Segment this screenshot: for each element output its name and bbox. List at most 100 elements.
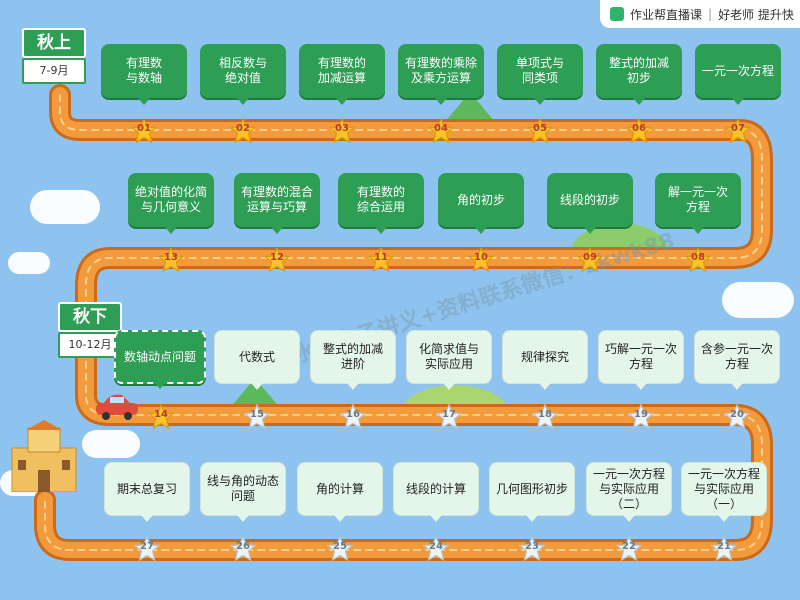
star-number: 02 — [236, 123, 250, 134]
topic-card-22[interactable]: 一元一次方程 与实际应用 （二） — [586, 462, 672, 522]
star-marker-12: 12 — [264, 247, 290, 273]
star-marker-27: 27 — [134, 536, 160, 562]
topic-card-26[interactable]: 线与角的动态 问题 — [200, 462, 286, 522]
season-fall-1-label: 秋上 — [22, 28, 86, 58]
topic-card-19[interactable]: 巧解一元一次 方程 — [598, 330, 684, 390]
topic-card-06[interactable]: 整式的加减 初步 — [596, 44, 682, 105]
topic-card-23[interactable]: 几何图形初步 — [489, 462, 575, 522]
star-number: 12 — [270, 252, 284, 263]
topic-card-24[interactable]: 线段的计算 — [393, 462, 479, 522]
star-marker-11: 11 — [368, 247, 394, 273]
star-marker-05: 05 — [527, 118, 553, 144]
star-marker-22: 22 — [616, 536, 642, 562]
brand-banner: 作业帮直播课 | 好老师 提升快 — [600, 0, 800, 28]
star-number: 03 — [335, 123, 349, 134]
topic-card-16[interactable]: 整式的加减 进阶 — [310, 330, 396, 390]
star-icon — [131, 118, 157, 144]
star-icon — [711, 536, 737, 562]
topic-card-08[interactable]: 解一元一次 方程 — [655, 173, 741, 234]
season-fall-1-range: 7-9月 — [22, 58, 86, 84]
star-marker-08: 08 — [685, 247, 711, 273]
star-marker-20: 20 — [724, 404, 750, 430]
star-number: 04 — [434, 123, 448, 134]
castle-icon — [11, 420, 77, 492]
star-number: 11 — [374, 252, 388, 263]
star-icon — [725, 118, 751, 144]
topic-card-17[interactable]: 化简求值与 实际应用 — [406, 330, 492, 390]
star-marker-15: 15 — [244, 404, 270, 430]
star-icon — [577, 247, 603, 273]
topic-card-27[interactable]: 期末总复习 — [104, 462, 190, 522]
topic-card-25[interactable]: 角的计算 — [297, 462, 383, 522]
star-marker-21: 21 — [711, 536, 737, 562]
star-number: 22 — [622, 541, 636, 552]
topic-card-20[interactable]: 含参一元一次 方程 — [694, 330, 780, 390]
star-number: 05 — [533, 123, 547, 134]
topic-card-01[interactable]: 有理数 与数轴 — [101, 44, 187, 105]
topic-card-13[interactable]: 绝对值的化简 与几何意义 — [128, 173, 214, 234]
topic-card-12[interactable]: 有理数的混合 运算与巧算 — [234, 173, 320, 234]
star-marker-01: 01 — [131, 118, 157, 144]
topic-card-14[interactable]: 数轴动点问题 — [114, 330, 206, 389]
star-icon — [626, 118, 652, 144]
star-icon — [628, 404, 654, 430]
topic-card-18[interactable]: 规律探究 — [502, 330, 588, 390]
star-number: 10 — [474, 252, 488, 263]
star-marker-18: 18 — [532, 404, 558, 430]
star-marker-26: 26 — [230, 536, 256, 562]
car-icon — [96, 394, 138, 420]
star-marker-02: 02 — [230, 118, 256, 144]
star-icon — [428, 118, 454, 144]
star-number: 01 — [137, 123, 151, 134]
star-icon — [340, 404, 366, 430]
star-number: 07 — [731, 123, 745, 134]
topic-card-10[interactable]: 角的初步 — [438, 173, 524, 234]
star-number: 25 — [333, 541, 347, 552]
star-number: 08 — [691, 252, 705, 263]
star-number: 19 — [634, 409, 648, 420]
star-marker-16: 16 — [340, 404, 366, 430]
brand-slogan: 好老师 提升快 — [718, 7, 794, 22]
star-marker-25: 25 — [327, 536, 353, 562]
topic-card-21[interactable]: 一元一次方程 与实际应用 （一） — [681, 462, 767, 522]
topic-card-07[interactable]: 一元一次方程 — [695, 44, 781, 105]
star-marker-13: 13 — [158, 247, 184, 273]
star-number: 06 — [632, 123, 646, 134]
star-number: 18 — [538, 409, 552, 420]
star-number: 17 — [442, 409, 456, 420]
topic-card-05[interactable]: 单项式与 同类项 — [497, 44, 583, 105]
star-number: 20 — [730, 409, 744, 420]
topic-card-03[interactable]: 有理数的 加减运算 — [299, 44, 385, 105]
star-marker-03: 03 — [329, 118, 355, 144]
star-marker-14: 14 — [148, 404, 174, 430]
star-number: 09 — [583, 252, 597, 263]
star-marker-17: 17 — [436, 404, 462, 430]
star-icon — [724, 404, 750, 430]
topic-card-09[interactable]: 线段的初步 — [547, 173, 633, 234]
cloud — [82, 430, 140, 458]
star-number: 24 — [429, 541, 443, 552]
topic-card-15[interactable]: 代数式 — [214, 330, 300, 390]
cloud — [722, 282, 794, 318]
brand-name: 作业帮直播课 — [630, 7, 703, 22]
star-icon — [230, 536, 256, 562]
brand-logo-icon — [610, 7, 624, 21]
star-icon — [685, 247, 711, 273]
star-icon — [264, 247, 290, 273]
star-marker-07: 07 — [725, 118, 751, 144]
star-icon — [532, 404, 558, 430]
topic-card-02[interactable]: 相反数与 绝对值 — [200, 44, 286, 105]
star-icon — [368, 247, 394, 273]
star-number: 21 — [717, 541, 731, 552]
star-marker-23: 23 — [519, 536, 545, 562]
star-icon — [527, 118, 553, 144]
topic-card-11[interactable]: 有理数的 综合运用 — [338, 173, 424, 234]
star-number: 23 — [525, 541, 539, 552]
star-icon — [616, 536, 642, 562]
star-number: 15 — [250, 409, 264, 420]
topic-card-04[interactable]: 有理数的乘除 及乘方运算 — [398, 44, 484, 105]
star-icon — [158, 247, 184, 273]
star-marker-06: 06 — [626, 118, 652, 144]
star-number: 26 — [236, 541, 250, 552]
star-icon — [436, 404, 462, 430]
